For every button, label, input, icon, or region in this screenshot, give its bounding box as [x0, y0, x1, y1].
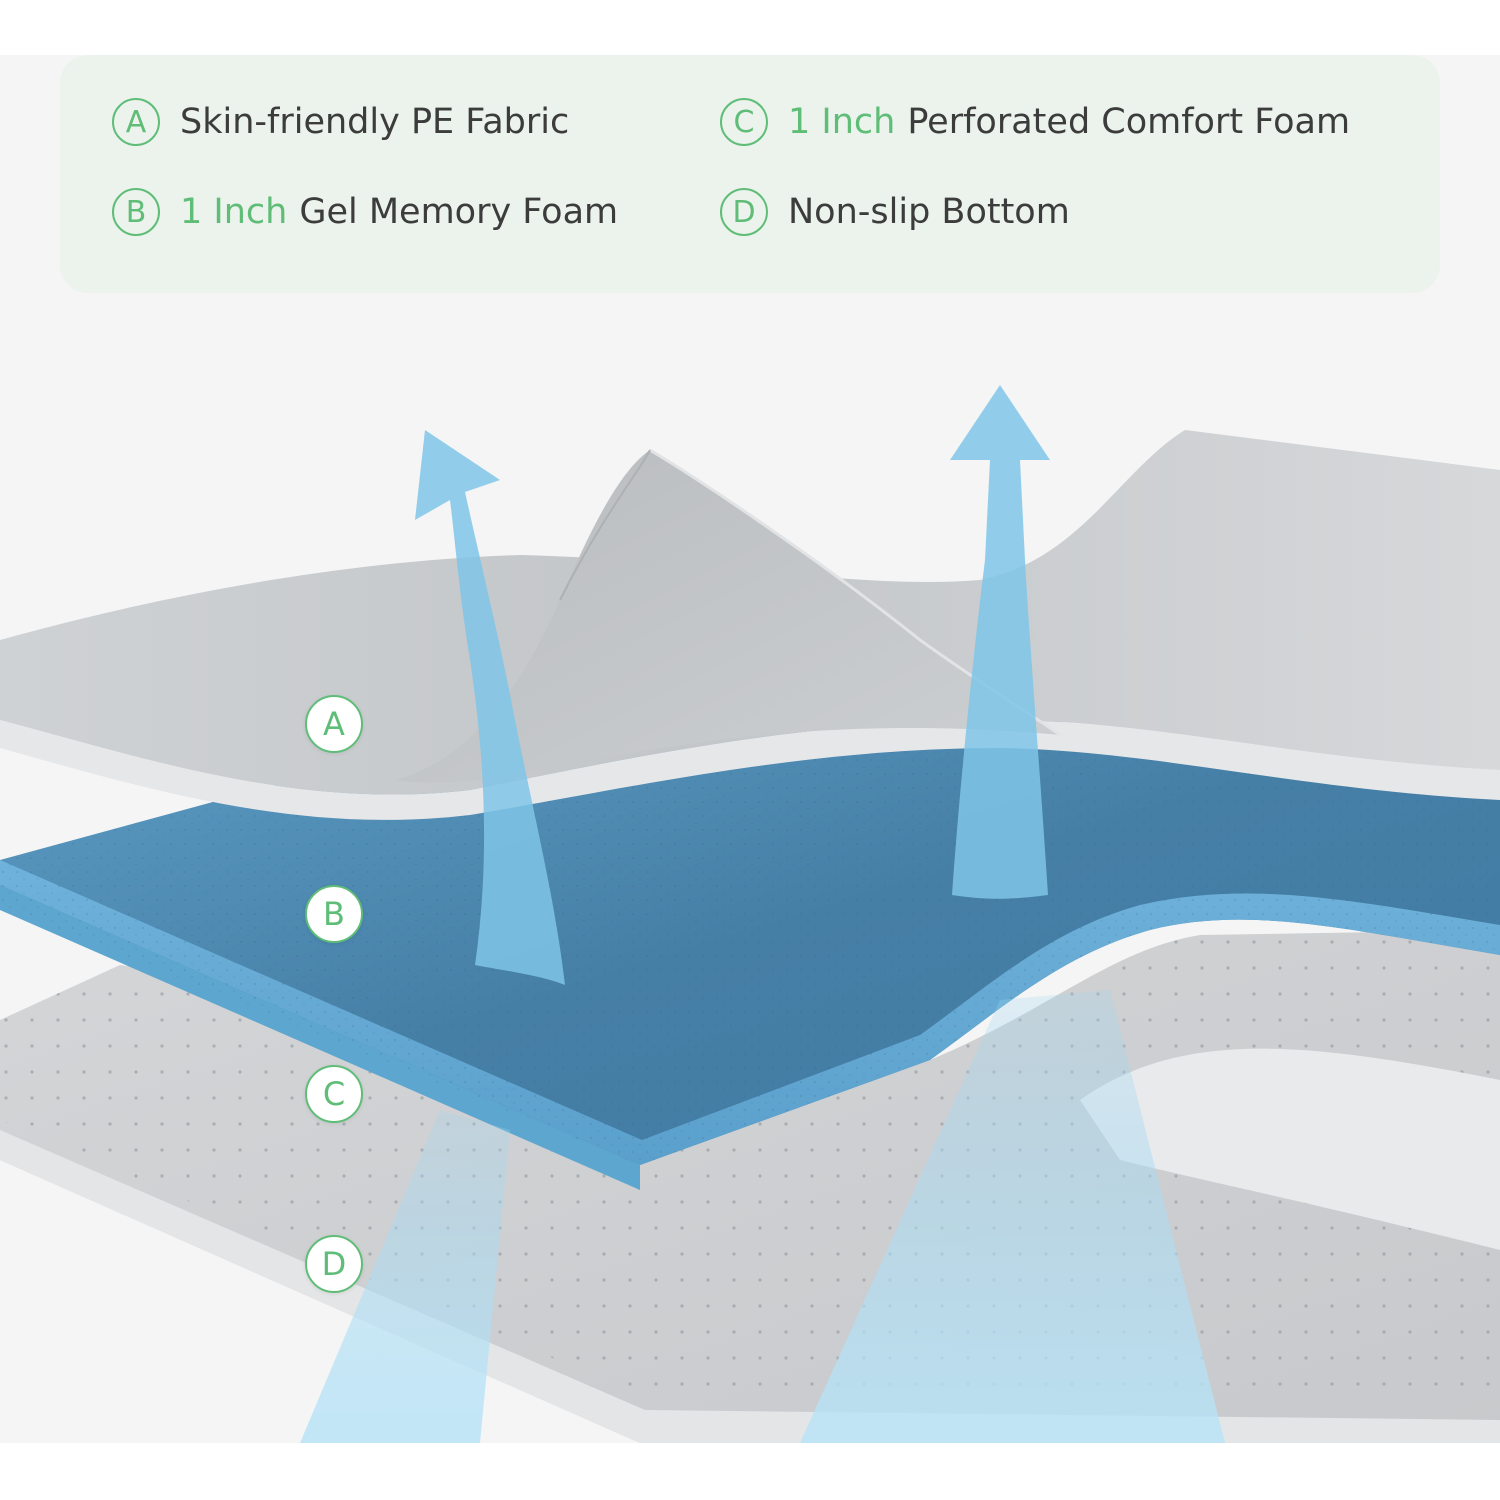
legend-text-d: Non-slip Bottom: [788, 192, 1070, 232]
legend-badge-a: A: [112, 98, 160, 146]
legend-highlight-b: 1 Inch: [180, 192, 288, 232]
legend-item-a: A Skin-friendly PE Fabric: [112, 98, 569, 146]
airflow-arrow-icon: [415, 430, 565, 985]
layer-marker-d: D: [305, 1235, 363, 1293]
legend-item-d: D Non-slip Bottom: [720, 188, 1070, 236]
legend-text-b: Gel Memory Foam: [299, 192, 619, 232]
comfort-foam-layer: [1080, 1048, 1500, 1250]
layer-marker-a: A: [305, 695, 363, 753]
fabric-flap: [395, 450, 1060, 783]
layer-marker-b: B: [305, 885, 363, 943]
legend-highlight-c: 1 Inch: [788, 102, 896, 142]
legend-text-c: Perforated Comfort Foam: [907, 102, 1351, 142]
legend-item-b: B 1 Inch Gel Memory Foam: [112, 188, 618, 236]
airflow-beam-left: [300, 1110, 510, 1443]
legend-panel: A Skin-friendly PE Fabric B 1 Inch Gel M…: [60, 55, 1440, 293]
legend-badge-d: D: [720, 188, 768, 236]
base-foam-side: [0, 1130, 1500, 1443]
airflow-beam-right: [800, 990, 1225, 1443]
legend-badge-c: C: [720, 98, 768, 146]
legend-badge-b: B: [112, 188, 160, 236]
legend-item-c: C 1 Inch Perforated Comfort Foam: [720, 98, 1350, 146]
legend-text-a: Skin-friendly PE Fabric: [180, 102, 570, 142]
airflow-arrow-icon: [950, 385, 1050, 899]
layer-marker-c: C: [305, 1065, 363, 1123]
